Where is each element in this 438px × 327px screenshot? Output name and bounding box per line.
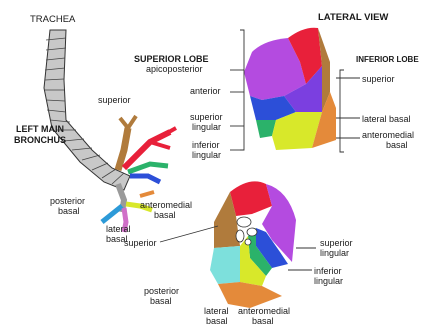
label-bronchus-posterior-basal-1: posterior [50, 196, 85, 206]
label-med-superior: superior [124, 238, 157, 248]
posterior-basal-bronchus [102, 206, 122, 222]
label-bronchus-superior: superior [98, 95, 131, 105]
label-med-inferior-lingular-2: lingular [314, 276, 343, 286]
label-lat-superior: superior [362, 74, 395, 84]
lateral-view-lung [244, 28, 336, 150]
label-left-main-bronchus-2: BRONCHUS [14, 135, 66, 145]
label-lat-anteromedial-basal-2: basal [386, 140, 408, 150]
label-bronchus-anteromedial-basal-1: anteromedial [140, 200, 192, 210]
segment-posterior-basal-medial [210, 246, 240, 284]
label-med-inferior-lingular-1: inferior [314, 266, 342, 276]
label-lat-anteromedial-basal-1: anteromedial [362, 130, 414, 140]
label-med-superior-lingular-1: superior [320, 238, 353, 248]
label-apicoposterior: apicoposterior [146, 64, 203, 74]
label-superior-lobe: SUPERIOR LOBE [134, 54, 209, 64]
segment-lateral-basal-medial [218, 282, 282, 308]
medial-view-lung [210, 181, 296, 308]
label-left-main-bronchus-1: LEFT MAIN [16, 124, 64, 134]
label-lat-superior-lingular-1: superior [190, 112, 223, 122]
label-bronchus-anteromedial-basal-2: basal [154, 210, 176, 220]
label-med-lateral-basal-2: basal [206, 316, 228, 326]
label-med-anteromedial-basal-2: basal [252, 316, 274, 326]
label-med-anteromedial-basal-1: anteromedial [238, 306, 290, 316]
label-lat-superior-lingular-2: lingular [192, 122, 221, 132]
label-med-superior-lingular-2: lingular [320, 248, 349, 258]
label-lateral-view: LATERAL VIEW [318, 12, 388, 23]
label-lat-inferior-lingular-2: lingular [192, 150, 221, 160]
label-lat-lateral-basal: lateral basal [362, 114, 411, 124]
label-lat-inferior-lingular-1: inferior [192, 140, 220, 150]
label-bronchus-posterior-basal-2: basal [58, 206, 80, 216]
label-med-posterior-basal-1: posterior [144, 286, 179, 296]
label-inferior-lobe: INFERIOR LOBE [356, 55, 419, 64]
label-anterior: anterior [190, 86, 221, 96]
label-trachea: TRACHEA [30, 14, 76, 25]
label-bronchus-lateral-basal-1: lateral [106, 224, 131, 234]
label-med-lateral-basal-1: lateral [204, 306, 229, 316]
label-med-posterior-basal-2: basal [150, 296, 172, 306]
segment-apex-medial [230, 181, 272, 216]
